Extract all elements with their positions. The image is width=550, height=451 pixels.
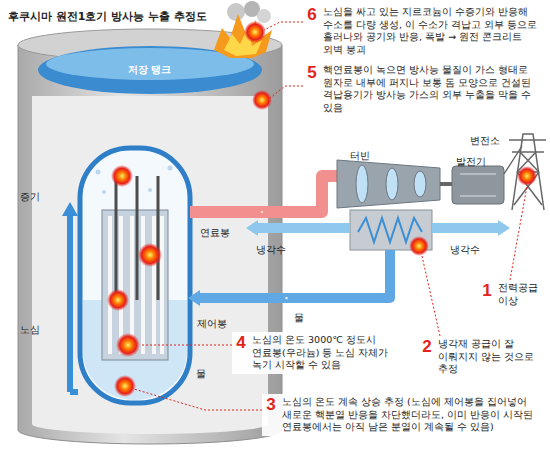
- part-label: 변전소: [470, 135, 500, 146]
- callout-number: 2: [420, 338, 434, 355]
- label-wrap: 터빈: [350, 144, 370, 163]
- label-wrap: 변전소: [470, 129, 500, 148]
- callout-number: 3: [264, 396, 278, 413]
- label-wrap: 발전기: [456, 150, 486, 169]
- callout-text: 전력공급 이상: [498, 282, 543, 307]
- callout-box: 5핵연료봉이 녹으면 방사능 물질이 가스 형태로 원자로 내부에 퍼지나 보통…: [303, 62, 547, 116]
- callout-number: 6: [305, 6, 319, 23]
- callout-number: 4: [234, 334, 248, 351]
- callout-text: 노심의 온도 계속 상승 추정 (노심에 제어봉을 집어넣어 새로운 핵분열 반…: [282, 396, 543, 434]
- label-wrap: 증기: [20, 185, 40, 204]
- part-label: 터빈: [350, 150, 370, 161]
- part-label: 물: [294, 312, 304, 323]
- callout-text: 노심의 온도 3000℃ 정도시 연료봉(우라늄) 등 노심 자체가 녹기 시작…: [252, 334, 401, 372]
- callout-box: 3노심의 온도 계속 상승 추정 (노심에 제어봉을 집어넣어 새로운 핵분열 …: [262, 394, 546, 436]
- part-label: 증기: [20, 191, 40, 202]
- callout-number: 5: [305, 64, 319, 81]
- part-label: 저장 탱크: [128, 64, 171, 75]
- part-label: 노심: [20, 324, 40, 335]
- label-wrap: 물: [294, 306, 304, 325]
- part-label: 냉각수: [256, 244, 286, 255]
- label-wrap: 저장 탱크: [128, 58, 171, 77]
- callout-text: 핵연료봉이 녹으면 방사능 물질이 가스 형태로 원자로 내부에 퍼지나 보통 …: [323, 64, 544, 114]
- callout-text: 노심을 싸고 있는 지르코늄이 수증기와 반응해 수소를 다량 생성, 이 수소…: [323, 6, 544, 56]
- label-wrap: 냉각수: [256, 238, 286, 257]
- label-wrap: 물: [196, 362, 206, 381]
- label-wrap: 연료봉: [200, 221, 230, 240]
- callout-box: 6노심을 싸고 있는 지르코늄이 수증기와 반응해 수소를 다량 생성, 이 수…: [303, 4, 547, 58]
- part-label: 발전기: [456, 156, 486, 167]
- callout-box: 4노심의 온도 3000℃ 정도시 연료봉(우라늄) 등 노심 자체가 녹기 시…: [232, 332, 404, 374]
- label-wrap: 제어봉: [197, 312, 227, 331]
- callout-box: 2냉각재 공급이 잘 이뤄지지 않는 것으로 추정: [418, 336, 546, 378]
- callout-box: 1전력공급 이상: [478, 280, 546, 309]
- diagram-title: 후쿠시마 원전1호기 방사능 누출 추정도: [8, 10, 207, 23]
- part-label: 냉각수: [450, 244, 480, 255]
- title-wrap: 후쿠시마 원전1호기 방사능 누출 추정도: [8, 5, 207, 24]
- callout-number: 1: [480, 282, 494, 299]
- part-label: 연료봉: [200, 227, 230, 238]
- callout-text: 냉각재 공급이 잘 이뤄지지 않는 것으로 추정: [438, 338, 543, 376]
- label-wrap: 냉각수: [450, 238, 480, 257]
- label-wrap: 노심: [20, 318, 40, 337]
- part-label: 제어봉: [197, 318, 227, 329]
- part-label: 물: [196, 368, 206, 379]
